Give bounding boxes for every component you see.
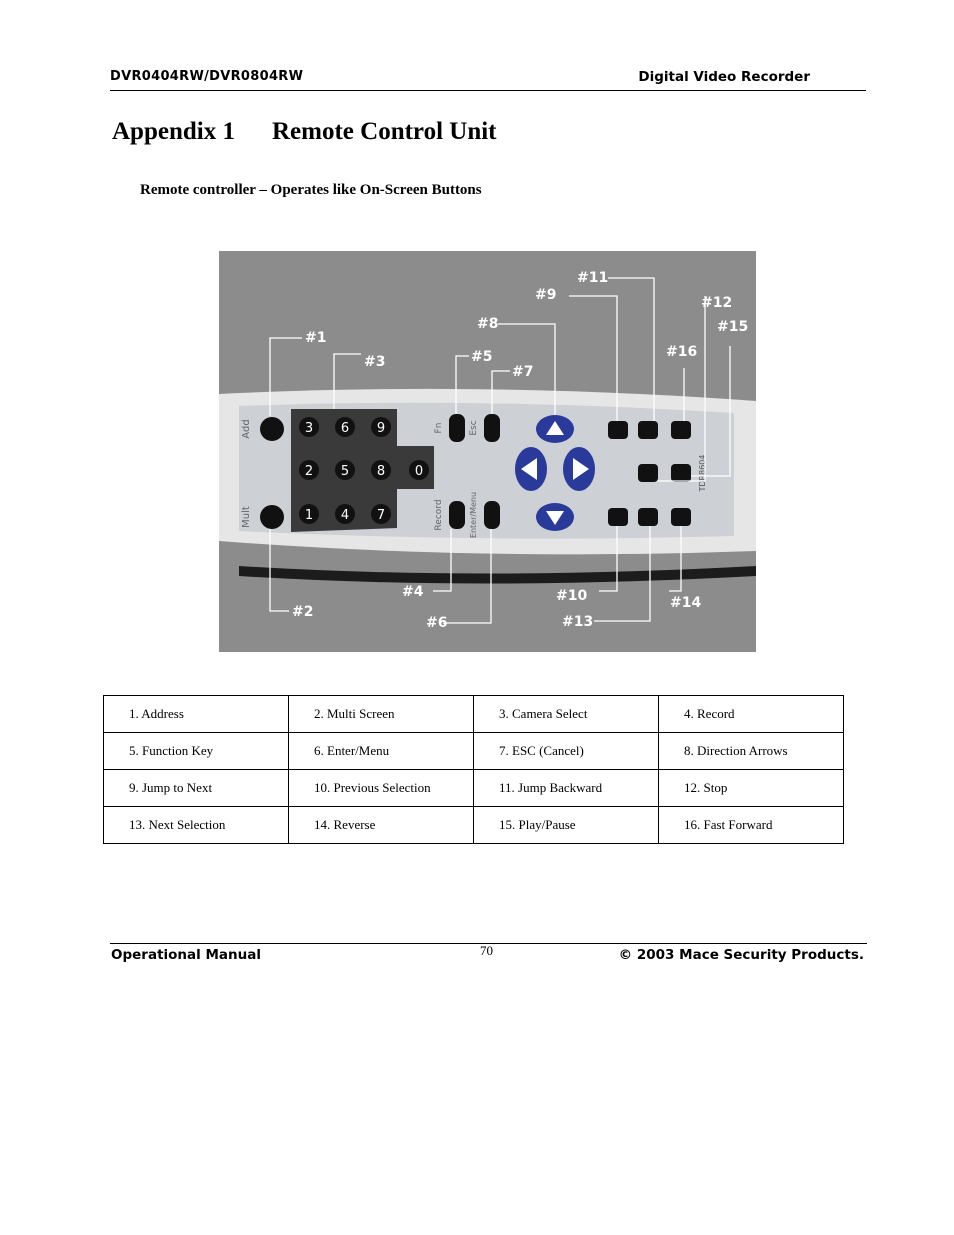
appendix-number: Appendix 1 (112, 118, 272, 146)
callout-11: #11 (577, 270, 608, 286)
table-row: 9. Jump to Next 10. Previous Selection 1… (104, 770, 844, 807)
callout-16: #16 (666, 344, 697, 360)
add-label: Add (241, 419, 252, 438)
legend-cell: 9. Jump to Next (104, 770, 289, 807)
footer-manual: Operational Manual (111, 947, 261, 963)
callout-4: #4 (402, 584, 424, 600)
callout-15: #15 (717, 319, 748, 335)
callout-10: #10 (556, 588, 587, 604)
mult-button (260, 505, 284, 529)
key-label: 7 (377, 508, 385, 523)
remote-control-figure: 3 6 9 2 5 8 0 1 4 7 Add Mult Fn Esc Reco… (219, 251, 756, 652)
table-row: 1. Address 2. Multi Screen 3. Camera Sel… (104, 696, 844, 733)
legend-cell: 3. Camera Select (474, 696, 659, 733)
fn-label: Fn (434, 423, 444, 434)
mult-label: Mult (241, 506, 252, 528)
footer-copyright: © 2003 Mace Security Products. (619, 947, 864, 963)
header-model: DVR0404RW/DVR0804RW (110, 69, 303, 84)
page-header: DVR0404RW/DVR0804RW Digital Video Record… (110, 68, 866, 91)
page-number: 70 (480, 943, 493, 959)
callout-12: #12 (701, 295, 732, 311)
table-row: 5. Function Key 6. Enter/Menu 7. ESC (Ca… (104, 733, 844, 770)
enter-menu-button (484, 501, 500, 529)
callout-3: #3 (364, 354, 385, 370)
callout-1: #1 (305, 330, 326, 346)
callout-2: #2 (292, 604, 313, 620)
appendix-title: Remote Control Unit (272, 118, 497, 145)
callout-13: #13 (562, 614, 593, 630)
key-label: 2 (305, 464, 313, 479)
table-row: 13. Next Selection 14. Reverse 15. Play/… (104, 807, 844, 844)
record-button (449, 501, 465, 529)
legend-cell: 10. Previous Selection (289, 770, 474, 807)
legend-cell: 14. Reverse (289, 807, 474, 844)
header-product: Digital Video Recorder (638, 69, 810, 85)
legend-cell: 16. Fast Forward (659, 807, 844, 844)
callout-9: #9 (535, 287, 556, 303)
legend-cell: 7. ESC (Cancel) (474, 733, 659, 770)
add-button (260, 417, 284, 441)
callout-5: #5 (471, 349, 492, 365)
page-footer: Operational Manual 70 © 2003 Mace Securi… (110, 943, 867, 974)
key-label: 4 (341, 508, 349, 523)
callout-14: #14 (670, 595, 701, 611)
key-label: 8 (377, 464, 385, 479)
section-subtitle: Remote controller – Operates like On-Scr… (140, 182, 482, 199)
key-label: 9 (377, 421, 385, 436)
callout-8: #8 (477, 316, 498, 332)
legend-cell: 11. Jump Backward (474, 770, 659, 807)
legend-cell: 1. Address (104, 696, 289, 733)
esc-button (484, 414, 500, 442)
esc-label: Esc (469, 420, 479, 435)
key-label: 0 (415, 464, 423, 479)
legend-cell: 5. Function Key (104, 733, 289, 770)
legend-cell: 13. Next Selection (104, 807, 289, 844)
legend-cell: 15. Play/Pause (474, 807, 659, 844)
callout-7: #7 (512, 364, 533, 380)
legend-cell: 12. Stop (659, 770, 844, 807)
fn-button (449, 414, 465, 442)
key-label: 6 (341, 421, 349, 436)
legend-cell: 8. Direction Arrows (659, 733, 844, 770)
legend-cell: 6. Enter/Menu (289, 733, 474, 770)
legend-cell: 2. Multi Screen (289, 696, 474, 733)
legend-cell: 4. Record (659, 696, 844, 733)
model-label: TDR8604 (698, 455, 707, 493)
enter-menu-label: Enter/Menu (469, 492, 478, 538)
key-label: 3 (305, 421, 313, 436)
callout-6: #6 (426, 615, 447, 631)
button-legend-table: 1. Address 2. Multi Screen 3. Camera Sel… (103, 695, 844, 844)
record-label: Record (434, 499, 444, 530)
key-label: 1 (305, 508, 313, 523)
key-label: 5 (341, 464, 349, 479)
